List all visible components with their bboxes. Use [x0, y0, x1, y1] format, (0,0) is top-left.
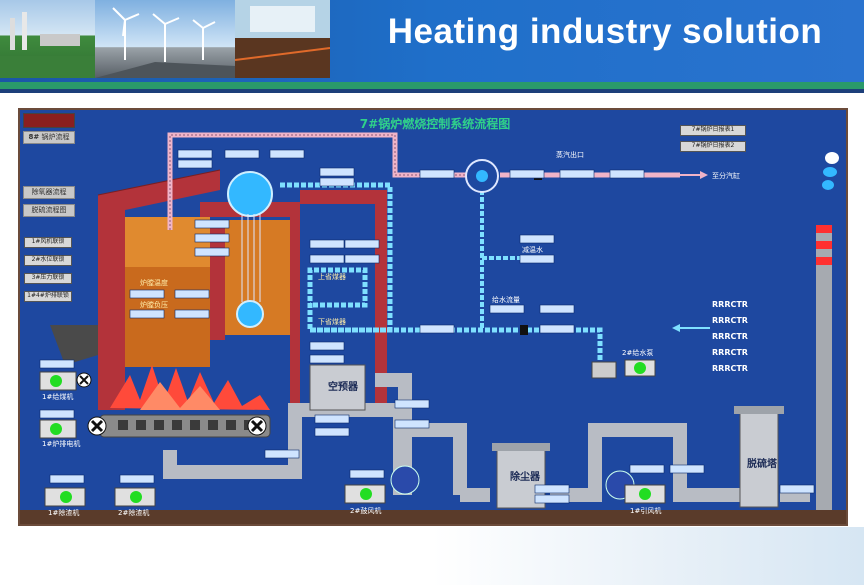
scada-title: 7#锅炉燃烧控制系统流程图: [359, 117, 511, 131]
boiler-process-diagram: [20, 132, 846, 524]
unit-badge: 8#: [28, 133, 40, 141]
desulfurization-flow-button[interactable]: 脱硫流程图: [23, 204, 75, 217]
feed-water-label: 给水流量: [492, 296, 520, 304]
hydro-dam-photo: [235, 0, 330, 78]
outlet-label: 至分汽缸: [712, 172, 740, 180]
air-preheater-label: 空预器: [328, 382, 358, 393]
alarm-indicator[interactable]: [23, 113, 75, 128]
grate-motor-label: 1#炉排电机: [42, 440, 81, 448]
steam-outlet-label: 蒸汽出口: [556, 151, 584, 159]
boiler-flow-label: 锅炉流程: [41, 133, 70, 141]
header-photo-strip: [0, 0, 330, 78]
pressure-interlock-button[interactable]: 3#压力联锁: [24, 273, 72, 284]
unit-selector[interactable]: 8# 锅炉流程: [23, 131, 75, 144]
water-pump-label: 2#给水泵: [622, 349, 654, 357]
slide-header: Heating industry solution: [0, 0, 864, 82]
slag-remover-right-label: 2#除渣机: [118, 509, 150, 517]
slide-footer-decoration: [0, 527, 864, 585]
motor-indicators: [39, 359, 666, 507]
header-divider-dark: [0, 89, 864, 93]
grate-interlock-button[interactable]: 1#4#炉排联锁: [24, 291, 72, 302]
furnace-temp-label: 炉膛温度: [140, 279, 168, 287]
induced-fan-label: 1#引风机: [630, 507, 662, 515]
lower-economizer-label: 下省煤器: [318, 318, 346, 326]
fan-interlock-button[interactable]: 1#风机联锁: [24, 237, 72, 248]
rrr-tag-3: RRRCTR: [712, 332, 748, 341]
upper-economizer-label: 上省煤器: [318, 273, 346, 281]
level-interlock-button[interactable]: 2#水位联锁: [24, 255, 72, 266]
power-plant-photo: [0, 0, 95, 78]
deaerator-flow-button[interactable]: 除氧器流程: [23, 186, 75, 199]
desulfurizer-label: 脱硫塔: [747, 459, 777, 470]
coal-feeder-label: 1#给煤机: [42, 393, 74, 401]
slide-title: Heating industry solution: [387, 12, 823, 51]
scada-panel: 7#锅炉燃烧控制系统流程图 8# 锅炉流程 除氧器流程 脱硫流程图 1#风机联锁…: [18, 108, 848, 526]
blower-label: 2#鼓风机: [350, 507, 382, 515]
rrr-tag-5: RRRCTR: [712, 364, 748, 373]
daily-report-1-button[interactable]: 7#锅炉日报表1: [680, 125, 746, 136]
rrr-tag-4: RRRCTR: [712, 348, 748, 357]
wind-turbine-photo: [95, 0, 235, 78]
slag-remover-left-label: 1#除渣机: [48, 509, 80, 517]
value-boxes: [39, 149, 815, 504]
furnace-pressure-label: 炉膛负压: [140, 301, 168, 309]
rrr-tag-2: RRRCTR: [712, 316, 748, 325]
rrr-tag-1: RRRCTR: [712, 300, 748, 309]
daily-report-2-button[interactable]: 7#锅炉日报表2: [680, 141, 746, 152]
header-divider: [0, 82, 864, 89]
dust-collector-label: 除尘器: [510, 472, 540, 483]
flame-graphic: [110, 365, 270, 410]
temp-water-label: 减温水: [522, 246, 543, 254]
